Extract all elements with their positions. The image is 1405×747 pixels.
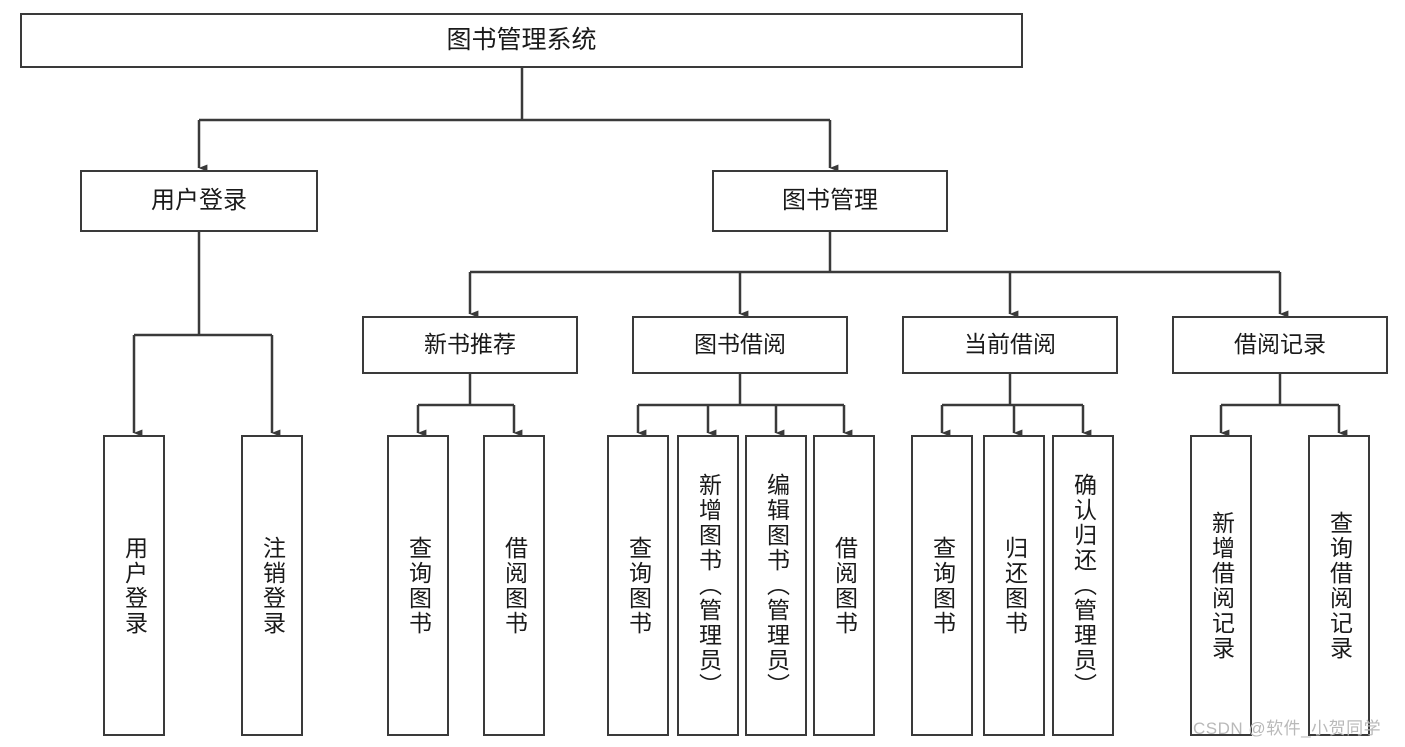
leaf-node-return-book[interactable]: 归还图书 (983, 435, 1045, 736)
node-label: 图书管理 (782, 186, 878, 214)
node-borrow-record[interactable]: 借阅记录 (1172, 316, 1388, 374)
node-label: 查询图书 (405, 535, 432, 636)
node-label: 图书借阅 (694, 331, 786, 358)
node-label: 当前借阅 (964, 331, 1056, 358)
node-label: 查询借阅记录 (1326, 510, 1353, 661)
node-user-login[interactable]: 用户登录 (80, 170, 318, 232)
node-root-book-management-system[interactable]: 图书管理系统 (20, 13, 1023, 68)
leaf-node-edit-book-admin[interactable]: 编辑图书（管理员） (745, 435, 807, 736)
node-new-book-recommendation[interactable]: 新书推荐 (362, 316, 578, 374)
node-current-borrow[interactable]: 当前借阅 (902, 316, 1118, 374)
leaf-node-confirm-return-admin[interactable]: 确认归还（管理员） (1052, 435, 1114, 736)
csdn-watermark: CSDN @软件_小贺同学 (1193, 719, 1382, 738)
node-label: 确认归还（管理员） (1070, 473, 1097, 698)
node-label: 注销登录 (259, 535, 286, 636)
node-label: 新增借阅记录 (1208, 510, 1235, 661)
leaf-node-user-login[interactable]: 用户登录 (103, 435, 165, 736)
node-label: 借阅图书 (501, 535, 528, 636)
leaf-node-query-book-new[interactable]: 查询图书 (387, 435, 449, 736)
leaf-node-query-book-borrow[interactable]: 查询图书 (607, 435, 669, 736)
node-label: 借阅记录 (1234, 331, 1326, 358)
leaf-node-add-book-admin[interactable]: 新增图书（管理员） (677, 435, 739, 736)
leaf-node-query-book-current[interactable]: 查询图书 (911, 435, 973, 736)
leaf-node-borrow-book-new[interactable]: 借阅图书 (483, 435, 545, 736)
leaf-node-logout[interactable]: 注销登录 (241, 435, 303, 736)
node-label: 借阅图书 (831, 535, 858, 636)
node-label: 新书推荐 (424, 331, 516, 358)
node-label: 归还图书 (1001, 535, 1028, 636)
leaf-node-add-borrow-record[interactable]: 新增借阅记录 (1190, 435, 1252, 736)
leaf-node-borrow-book[interactable]: 借阅图书 (813, 435, 875, 736)
node-book-borrow[interactable]: 图书借阅 (632, 316, 848, 374)
node-label: 新增图书（管理员） (695, 473, 722, 698)
node-label: 编辑图书（管理员） (763, 473, 790, 698)
connector-lines (132, 68, 1348, 437)
node-label: 图书管理系统 (446, 25, 597, 54)
node-label: 用户登录 (121, 535, 148, 636)
leaf-node-query-borrow-record[interactable]: 查询借阅记录 (1308, 435, 1370, 736)
node-book-manage[interactable]: 图书管理 (712, 170, 948, 232)
node-label: 查询图书 (625, 535, 652, 636)
node-label: 查询图书 (929, 535, 956, 636)
node-label: 用户登录 (151, 186, 247, 214)
